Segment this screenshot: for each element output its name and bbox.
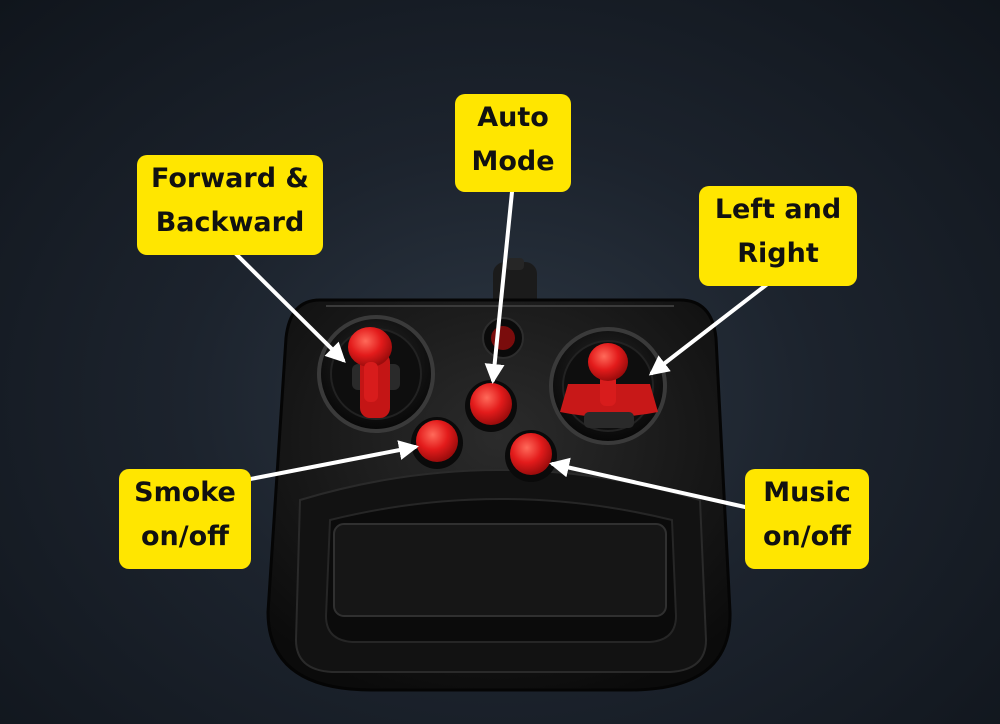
top-indicator-button[interactable] bbox=[482, 317, 524, 359]
label-line: on/off bbox=[140, 521, 230, 552]
label-line: Left and bbox=[714, 194, 842, 225]
auto-mode-button[interactable] bbox=[465, 380, 517, 432]
arrow-icon bbox=[233, 440, 419, 484]
smoke-label: Smoke on/off bbox=[119, 469, 251, 569]
left-right-label: Left and Right bbox=[699, 186, 857, 286]
label-line: on/off bbox=[762, 521, 852, 552]
left-joystick[interactable] bbox=[317, 315, 435, 433]
music-button[interactable] bbox=[505, 430, 557, 482]
label-line: Backward bbox=[155, 207, 305, 238]
forward-backward-label: Forward & Backward bbox=[137, 155, 323, 255]
label-line: Music bbox=[763, 477, 851, 508]
auto-mode-label: Auto Mode bbox=[455, 94, 571, 192]
right-joystick[interactable] bbox=[549, 327, 667, 445]
arrow-icon bbox=[648, 280, 772, 376]
arrow-icon bbox=[234, 252, 346, 363]
arrow-icon bbox=[549, 457, 747, 509]
label-line: Mode bbox=[471, 146, 555, 177]
arrow-icon bbox=[484, 190, 514, 384]
label-line: Forward & bbox=[151, 163, 309, 194]
label-line: Auto bbox=[477, 102, 549, 133]
label-line: Smoke bbox=[134, 477, 236, 508]
label-line: Right bbox=[737, 238, 819, 269]
smoke-button[interactable] bbox=[411, 417, 463, 469]
music-label: Music on/off bbox=[745, 469, 869, 569]
